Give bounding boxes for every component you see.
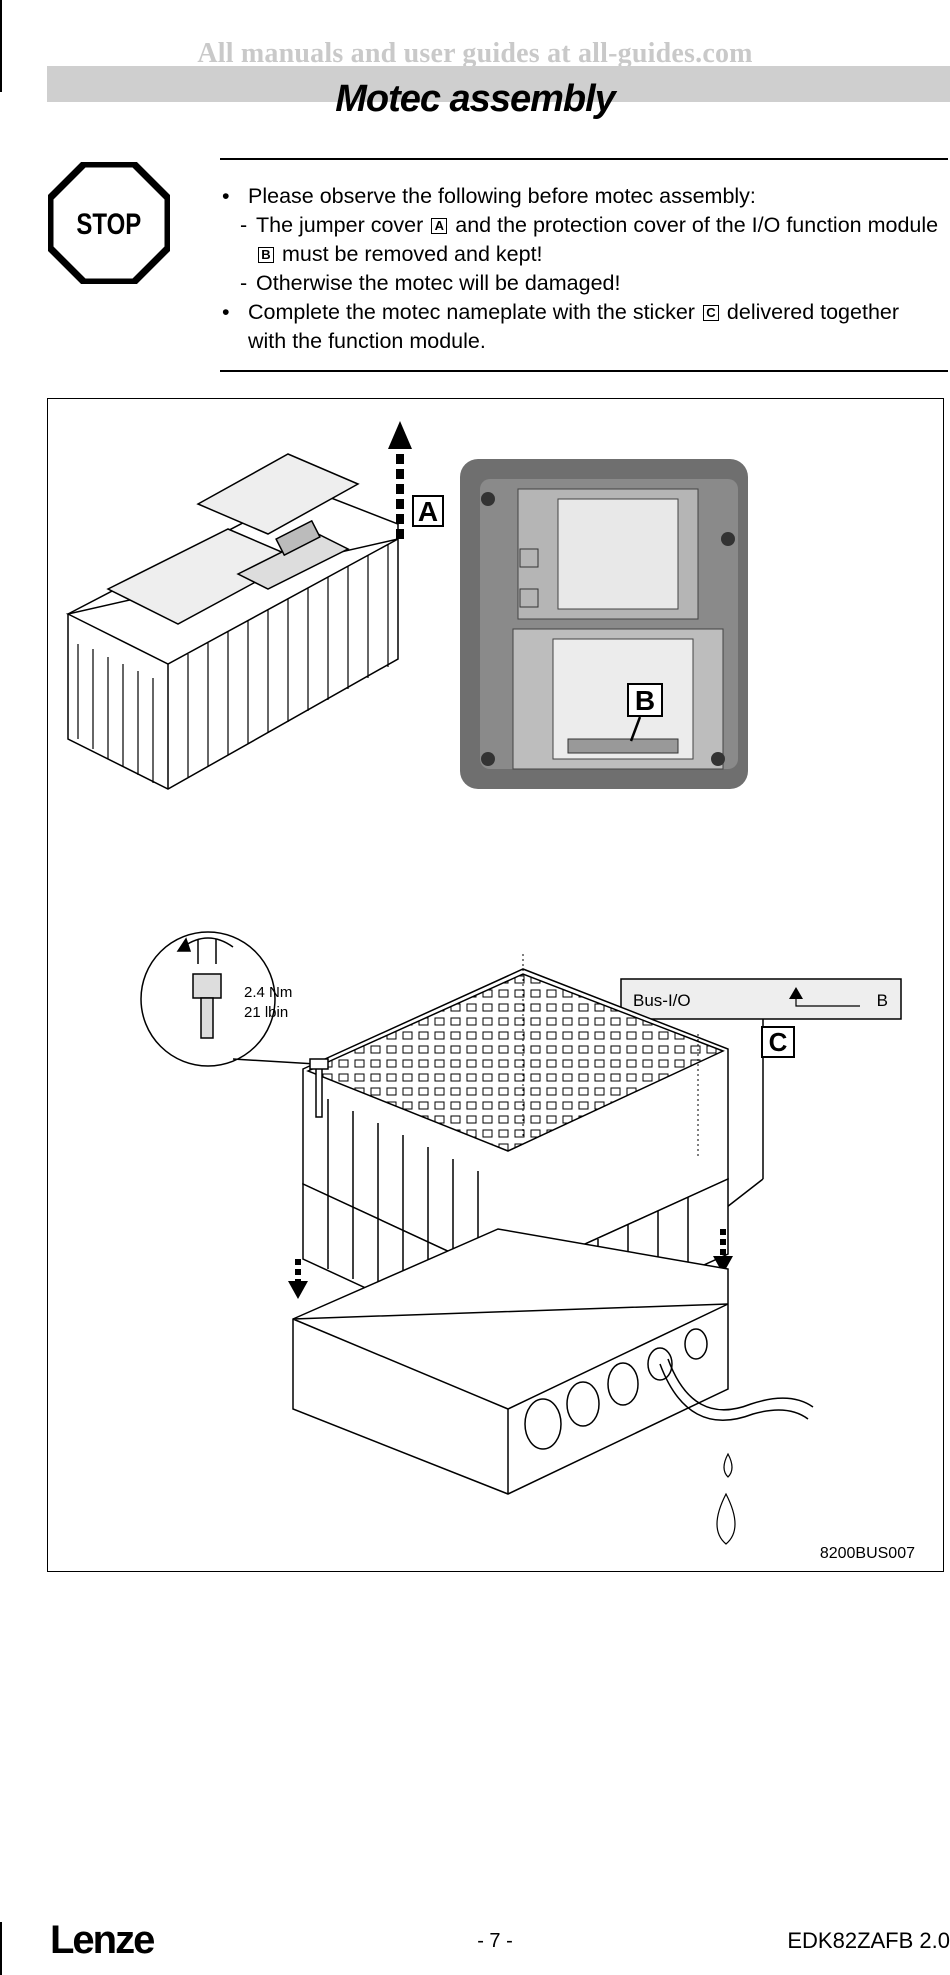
- base-housing: [292, 1228, 729, 1495]
- stop-sign-icon: STOP: [46, 160, 172, 286]
- label-b-box: B: [258, 247, 274, 263]
- sticker-callout: Bus-I/O B: [620, 978, 902, 1215]
- assembly-illustration: A B: [65, 421, 902, 1545]
- divider: [220, 158, 948, 160]
- margin-mark: [0, 1922, 2, 1975]
- controller-drawing: [65, 453, 399, 790]
- label-a-box: A: [431, 218, 448, 234]
- up-arrow-icon: [388, 421, 412, 539]
- figure-code: 8200BUS007: [819, 1545, 915, 1562]
- torque-nm: 2.4 Nm: [244, 984, 292, 1001]
- stop-sign-label: STOP: [76, 206, 141, 240]
- heatsink-fins: [77, 544, 389, 783]
- instruction-subitem: Otherwise the motec will be damaged!: [220, 269, 940, 298]
- label-b: B: [635, 685, 655, 716]
- torque-lbin: 21 lbin: [244, 1004, 288, 1021]
- assembly-figure: A B: [47, 398, 944, 1572]
- page-number: - 7 -: [477, 1930, 513, 1952]
- instructions: Please observe the following before mote…: [220, 182, 940, 356]
- instruction-item: Complete the motec nameplate with the st…: [220, 298, 940, 356]
- brand-logo: Lenze: [50, 1918, 155, 1962]
- heatsink-module: [302, 954, 729, 1356]
- label-b-marker: [627, 683, 663, 717]
- instruction-subitem: The jumper cover A and the protection co…: [220, 211, 940, 269]
- divider: [220, 370, 948, 372]
- label-c: C: [769, 1027, 788, 1057]
- screw-detail: [140, 931, 317, 1067]
- sticker-text: Bus-I/O: [633, 991, 691, 1010]
- title-bar: [47, 66, 950, 102]
- label-c-marker: [761, 1026, 795, 1058]
- module-photo: [460, 459, 748, 789]
- watermark: All manuals and user guides at all-guide…: [197, 38, 753, 69]
- label-c-box: C: [702, 305, 719, 321]
- cable: [659, 1358, 814, 1421]
- margin-mark: [0, 0, 2, 92]
- water-drop-icon: [716, 1452, 736, 1545]
- label-a-marker: [412, 495, 444, 527]
- sticker-letter: B: [877, 991, 888, 1010]
- label-a: A: [418, 496, 438, 527]
- document-id: EDK82ZAFB 2.0: [787, 1928, 950, 1953]
- instruction-item: Please observe the following before mote…: [220, 182, 940, 211]
- page-title: Motec assembly: [335, 78, 616, 120]
